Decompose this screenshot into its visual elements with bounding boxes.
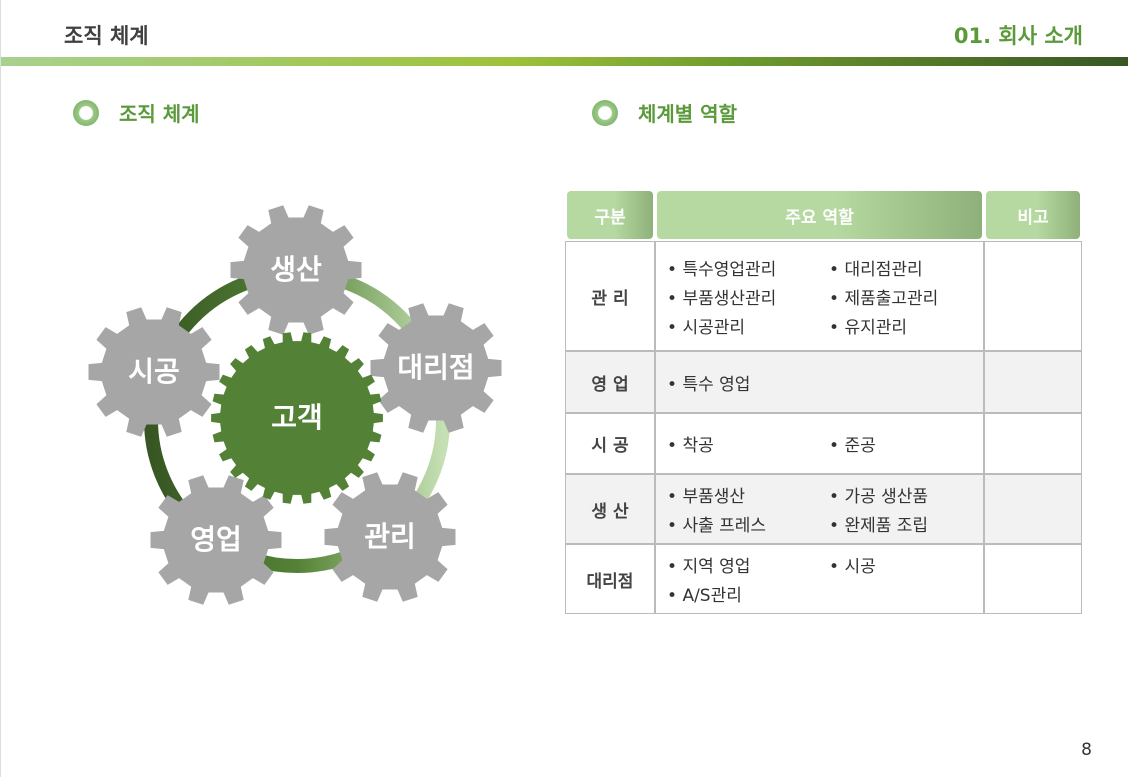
gear-label: 생산 bbox=[270, 253, 322, 286]
gear-label: 시공 bbox=[128, 355, 180, 388]
center-gear: 고객 bbox=[211, 332, 383, 504]
role-item: A/S관리 bbox=[667, 581, 829, 606]
role-item: 특수 영업 bbox=[667, 370, 829, 395]
table-row: 대리점지역 영업시공A/S관리 bbox=[565, 544, 1082, 614]
note-cell bbox=[984, 351, 1082, 413]
gear-icon bbox=[324, 472, 456, 602]
role-item: 지역 영업 bbox=[667, 552, 829, 577]
roles-cell: 착공준공 bbox=[655, 413, 984, 474]
table-row: 영 업 특수 영업 bbox=[565, 351, 1082, 413]
role-item: 준공 bbox=[829, 431, 982, 456]
roles-cell: 지역 영업시공A/S관리 bbox=[655, 544, 984, 614]
gear-label: 대리점 bbox=[397, 351, 474, 384]
gear-icon bbox=[150, 475, 282, 605]
column-header: 구분 bbox=[565, 189, 655, 241]
roles-cell: 특수영업관리대리점관리부품생산관리제품출고관리시공관리유지관리 bbox=[655, 241, 984, 351]
category-cell: 관 리 bbox=[565, 241, 655, 351]
gear-icon bbox=[370, 303, 502, 433]
gear-1: 대리점 bbox=[370, 303, 502, 433]
right-heading: 체계별 역할 bbox=[592, 98, 737, 127]
left-heading-text: 조직 체계 bbox=[119, 102, 200, 126]
roles-cell: 부품생산가공 생산품사출 프레스완제품 조립 bbox=[655, 474, 984, 544]
section-label: 01. 회사 소개 bbox=[953, 24, 1083, 48]
note-cell bbox=[984, 544, 1082, 614]
role-item: 가공 생산품 bbox=[829, 482, 982, 507]
column-header: 비고 bbox=[984, 189, 1082, 241]
column-header: 주요 역할 bbox=[655, 189, 984, 241]
gear-icon bbox=[211, 332, 383, 504]
role-item: 대리점관리 bbox=[829, 255, 982, 280]
role-item: 제품출고관리 bbox=[829, 284, 982, 309]
gear-3: 영업 bbox=[150, 475, 282, 605]
left-heading: 조직 체계 bbox=[73, 98, 200, 127]
note-cell bbox=[984, 241, 1082, 351]
table-row: 시 공착공준공 bbox=[565, 413, 1082, 474]
note-cell bbox=[984, 413, 1082, 474]
role-item: 부품생산관리 bbox=[667, 284, 829, 309]
slide-title: 조직 체계 bbox=[64, 24, 149, 48]
gear-4: 시공 bbox=[88, 307, 220, 437]
category-cell: 영 업 bbox=[565, 351, 655, 413]
category-cell: 시 공 bbox=[565, 413, 655, 474]
role-item: 완제품 조립 bbox=[829, 511, 982, 536]
table-row: 관 리특수영업관리대리점관리부품생산관리제품출고관리시공관리유지관리 bbox=[565, 241, 1082, 351]
role-item: 시공 bbox=[829, 552, 982, 577]
gear-label: 고객 bbox=[271, 401, 323, 434]
page-number: 8 bbox=[1081, 740, 1092, 760]
role-item: 부품생산 bbox=[667, 482, 829, 507]
category-cell: 생 산 bbox=[565, 474, 655, 544]
table-row: 생 산부품생산가공 생산품사출 프레스완제품 조립 bbox=[565, 474, 1082, 544]
bullet-ring-icon bbox=[73, 99, 99, 126]
gear-label: 관리 bbox=[364, 520, 416, 553]
bullet-ring-icon bbox=[592, 99, 618, 126]
role-item: 시공관리 bbox=[667, 313, 829, 338]
right-heading-text: 체계별 역할 bbox=[638, 102, 737, 126]
gear-label: 영업 bbox=[190, 523, 242, 556]
gear-0: 생산 bbox=[230, 205, 362, 335]
note-cell bbox=[984, 474, 1082, 544]
roles-table: 구분 주요 역할 비고 관 리특수영업관리대리점관리부품생산관리제품출고관리시공… bbox=[565, 189, 1082, 614]
gear-icon bbox=[88, 307, 220, 437]
role-item: 특수영업관리 bbox=[667, 255, 829, 280]
role-item: 유지관리 bbox=[829, 313, 982, 338]
role-item: 착공 bbox=[667, 431, 829, 456]
roles-cell: 특수 영업 bbox=[655, 351, 984, 413]
category-cell: 대리점 bbox=[565, 544, 655, 614]
role-item: 사출 프레스 bbox=[667, 511, 829, 536]
gear-2: 관리 bbox=[324, 472, 456, 602]
gear-icon bbox=[230, 205, 362, 335]
header-divider bbox=[1, 57, 1128, 66]
